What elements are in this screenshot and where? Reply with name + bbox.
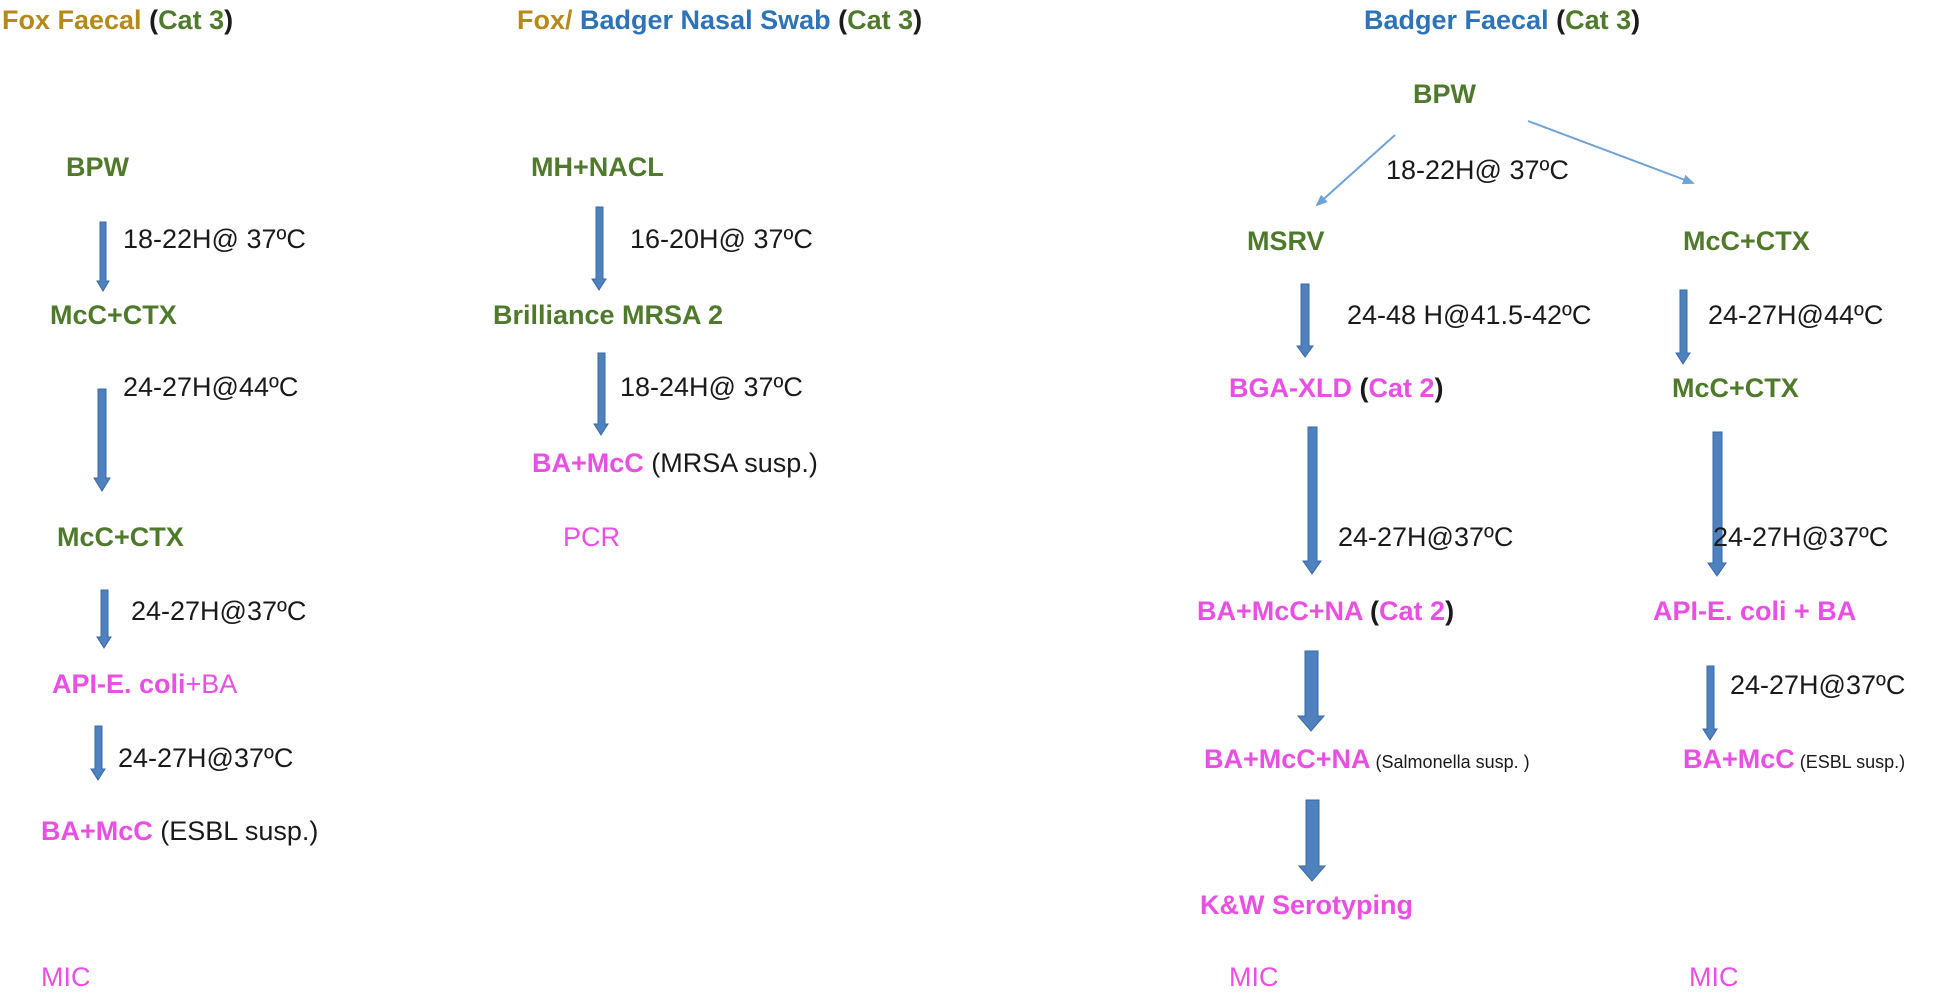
nasal-node-ba-mcc-label: BA+McC [532,448,644,478]
nasal-node-mh-nacl: MH+NACL [531,152,664,182]
header-badger-faecal-name: Badger Faecal [1364,5,1549,35]
header-fox-label: Fox/ [517,5,581,35]
nasal-node-brilliance-mrsa-2: Brilliance MRSA 2 [493,300,724,330]
badger-left-condition-2: 24-27H@37ºC [1338,522,1514,552]
down-arrow [1296,650,1326,732]
nasal-node-pcr: PCR [563,522,621,552]
badger-node-ba-mcc-na-2-label: BA+McC+NA [1204,744,1371,774]
badger-node-bga-xld: BGA-XLD (Cat 2) [1229,375,1444,402]
badger-node-ba-mcc-na-1: BA+McC+NA (Cat 2) [1197,598,1454,625]
header-nasal-swab: Fox/ Badger Nasal Swab (Cat 3) [517,7,922,34]
down-arrow [96,589,112,649]
badger-right-node-ba-mcc-label: BA+McC [1683,744,1795,774]
header-category: Cat 3 [847,5,914,35]
fox-node-mcc-ctx-2-text: McC+CTX [57,522,184,552]
paren-close: ) [1445,596,1455,626]
down-arrow [1297,799,1327,882]
fox-node-ba-text: +BA [185,669,238,699]
nasal-condition-1: 16-20H@ 37ºC [630,224,813,254]
header-badger-faecal: Badger Faecal (Cat 3) [1364,7,1640,34]
badger-right-condition-2: 24-27H@37ºC [1713,522,1889,552]
header-paren-open: ( [1548,5,1566,35]
branch-arrow-right [1527,120,1695,185]
down-arrow [1675,289,1691,365]
badger-node-kw-serotyping: K&W Serotyping [1200,890,1413,920]
nasal-swab-arrows [591,206,609,436]
badger-left-condition-1: 24-48 H@41.5-42ºC [1347,300,1592,330]
down-arrow [1707,431,1727,577]
fox-condition-3: 24-27H@37ºC [131,596,307,626]
badger-left-arrows [1296,283,1327,882]
down-arrow [90,725,106,781]
down-arrow [96,221,110,292]
header-category: Cat 3 [158,5,225,35]
badger-node-ba-mcc-na-label: BA+McC+NA [1197,596,1363,626]
badger-right-node-esbl-note: (ESBL susp.) [1794,752,1906,772]
fox-condition-1: 18-22H@ 37ºC [123,224,306,254]
header-fox-faecal: Fox Faecal (Cat 3) [2,7,233,34]
down-arrow [593,352,609,436]
down-arrow [1296,283,1314,358]
fox-node-mic: MIC [41,962,91,992]
badger-right-node-ba-mcc: BA+McC (ESBL susp.) [1683,746,1905,773]
header-badger-nasal-swab: Badger Nasal Swab [580,5,831,35]
fox-node-bpw: BPW [66,152,129,182]
down-arrow [591,206,607,291]
fox-faecal-arrows [90,221,112,781]
badger-right-condition-1: 24-27H@44ºC [1708,300,1884,330]
fox-node-api-ecoli-ba: API-E. coli+BA [52,671,237,698]
down-arrow [93,388,111,492]
fox-node-api-ecoli-text: API-E. coli [52,669,186,699]
branch-arrow-left [1315,134,1396,207]
fox-condition-4: 24-27H@37ºC [118,743,294,773]
nasal-node-ba-mcc: BA+McC (MRSA susp.) [532,450,818,477]
header-paren-close: ) [913,5,923,35]
header-paren-open: ( [141,5,159,35]
badger-right-condition-3: 24-27H@37ºC [1730,670,1906,700]
badger-node-ba-mcc-na-2: BA+McC+NA (Salmonella susp. ) [1204,746,1530,773]
nasal-condition-2: 18-24H@ 37ºC [620,372,803,402]
paren-open: ( [1362,596,1380,626]
paren-open: ( [1352,373,1369,403]
header-paren-close: ) [1631,5,1641,35]
header-paren-close: ) [224,5,234,35]
badger-right-node-mcc-ctx-1: McC+CTX [1683,226,1810,256]
fox-node-mcc-ctx-2: McC+CTX [57,524,184,551]
fox-node-mcc-ctx-1: McC+CTX [50,300,177,330]
header-paren-open: ( [830,5,848,35]
badger-node-bpw: BPW [1413,79,1476,109]
badger-node-bga-xld-label: BGA-XLD [1229,373,1352,403]
badger-right-node-api-ecoli-ba: API-E. coli + BA [1653,596,1857,626]
badger-right-node-mic: MIC [1689,962,1739,992]
down-arrow [1702,665,1718,741]
fox-node-ba-mcc-note: (ESBL susp.) [152,816,319,846]
down-arrow [1302,426,1322,575]
paren-close: ) [1434,373,1444,403]
header-fox-faecal-name: Fox Faecal [2,5,142,35]
badger-left-node-mic: MIC [1229,962,1279,992]
fox-condition-2: 24-27H@44ºC [123,372,299,402]
badger-root-condition: 18-22H@ 37ºC [1386,155,1569,185]
category-label: Cat 2 [1379,596,1446,626]
fox-node-ba-mcc-label: BA+McC [41,816,153,846]
header-category: Cat 3 [1565,5,1632,35]
badger-node-msrv: MSRV [1247,226,1325,256]
category-label: Cat 2 [1368,373,1435,403]
badger-node-salmonella-note: (Salmonella susp. ) [1370,752,1530,772]
nasal-node-ba-mcc-note: (MRSA susp.) [643,448,818,478]
fox-node-ba-mcc: BA+McC (ESBL susp.) [41,818,318,845]
badger-right-arrows [1675,289,1727,741]
badger-branch-connectors [1315,120,1695,207]
badger-right-node-mcc-ctx-2: McC+CTX [1672,373,1799,403]
